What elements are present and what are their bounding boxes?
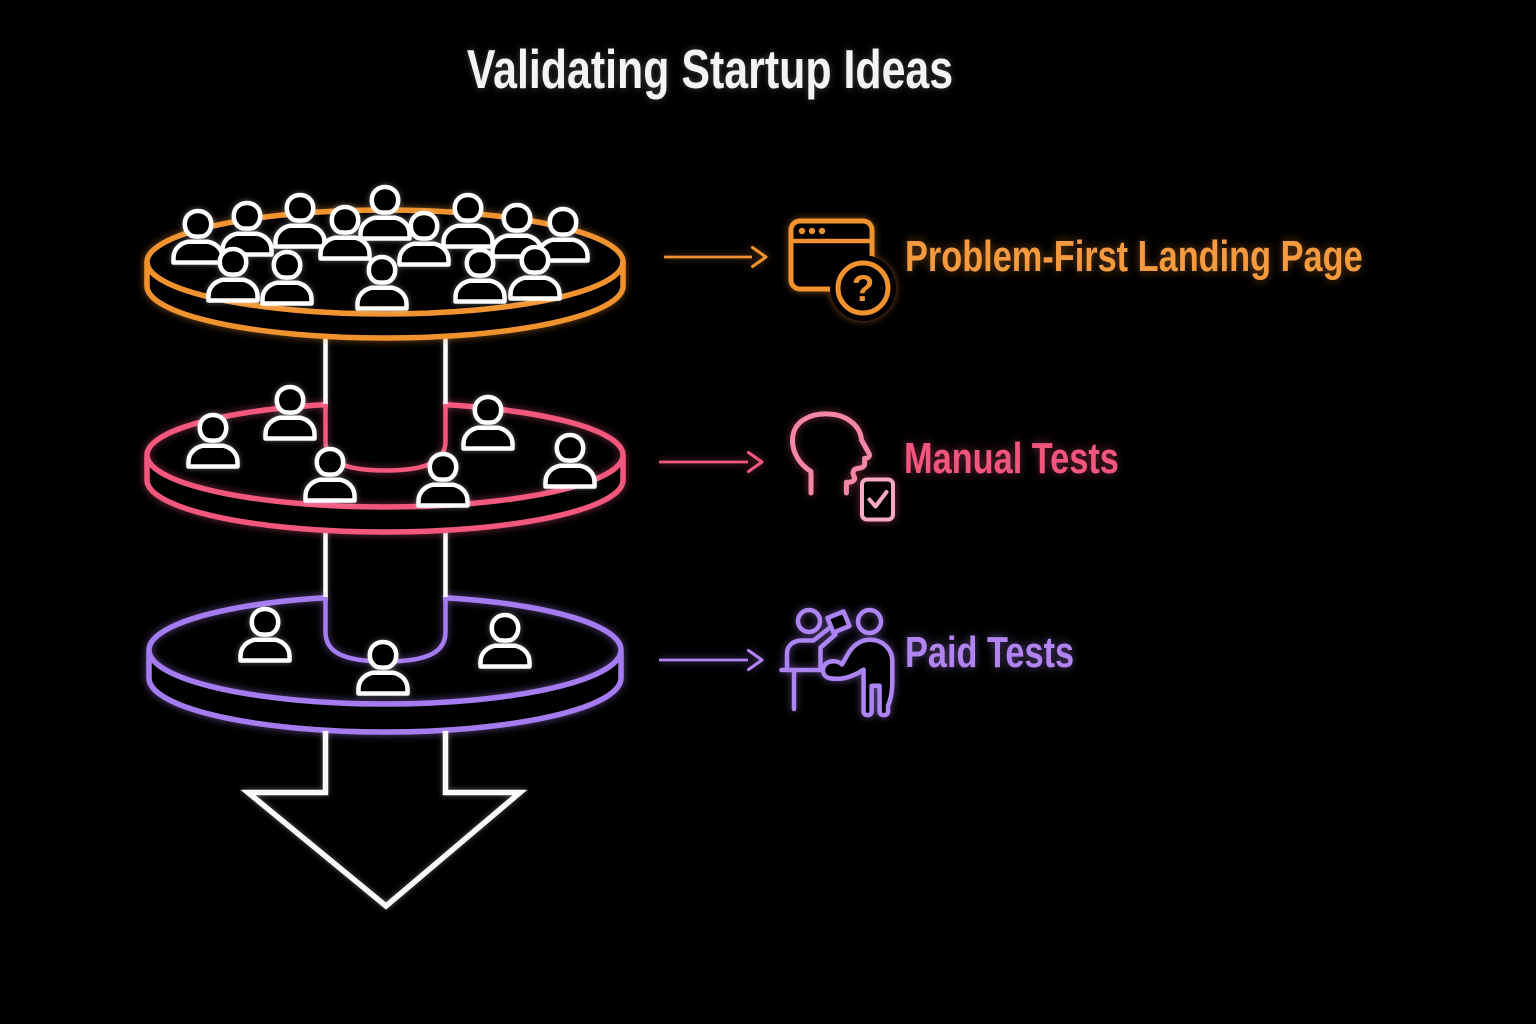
person-icon — [419, 454, 468, 506]
seller-body — [784, 625, 833, 673]
browser-dot — [808, 227, 816, 235]
person-icon — [481, 615, 530, 667]
paid-tests-row-graphics — [659, 607, 895, 718]
speech-bubble — [825, 609, 852, 635]
browser-question-icon: ? — [788, 218, 896, 321]
tube-interior-upper — [328, 334, 443, 434]
page-title: Validating Startup Ideas — [466, 38, 954, 100]
question-mark-glyph: ? — [852, 268, 875, 309]
manual-tests-disc-front — [144, 454, 626, 535]
seller-arm — [818, 632, 838, 672]
person-icon — [306, 449, 355, 501]
arrow-head-icon — [747, 649, 764, 671]
browser-dot — [798, 227, 806, 235]
browser-dot — [818, 227, 826, 235]
checklist-card — [860, 477, 895, 522]
head-checklist-icon — [790, 411, 895, 522]
seller-head — [795, 607, 823, 635]
landing-page-disc-wall — [144, 261, 626, 341]
manual-tests-row-graphics — [659, 411, 895, 522]
down-arrow-icon — [240, 731, 528, 910]
arrow-head-icon — [747, 451, 764, 473]
person-icon — [241, 609, 290, 661]
head-profile-outline — [790, 411, 872, 496]
payment-desk-icon — [779, 607, 895, 718]
layer-label-manual-tests: Manual Tests — [904, 434, 1119, 483]
person-icon — [359, 642, 408, 694]
question-badge-circle — [835, 260, 891, 316]
layer-label-paid-tests: Paid Tests — [905, 628, 1075, 677]
arrow-head-icon — [751, 246, 768, 268]
funnel-tube — [323, 331, 448, 600]
layer-label-landing-page: Problem-First Landing Page — [905, 232, 1363, 281]
buyer-head — [855, 607, 884, 636]
buyer-body — [820, 637, 895, 718]
person-icon — [266, 387, 315, 439]
check-mark-icon — [867, 490, 889, 509]
tube-interior-lower — [328, 534, 443, 626]
paid-tests-disc-front — [146, 649, 624, 735]
person-icon — [546, 435, 595, 487]
landing-page-row-graphics: ? — [664, 218, 896, 321]
